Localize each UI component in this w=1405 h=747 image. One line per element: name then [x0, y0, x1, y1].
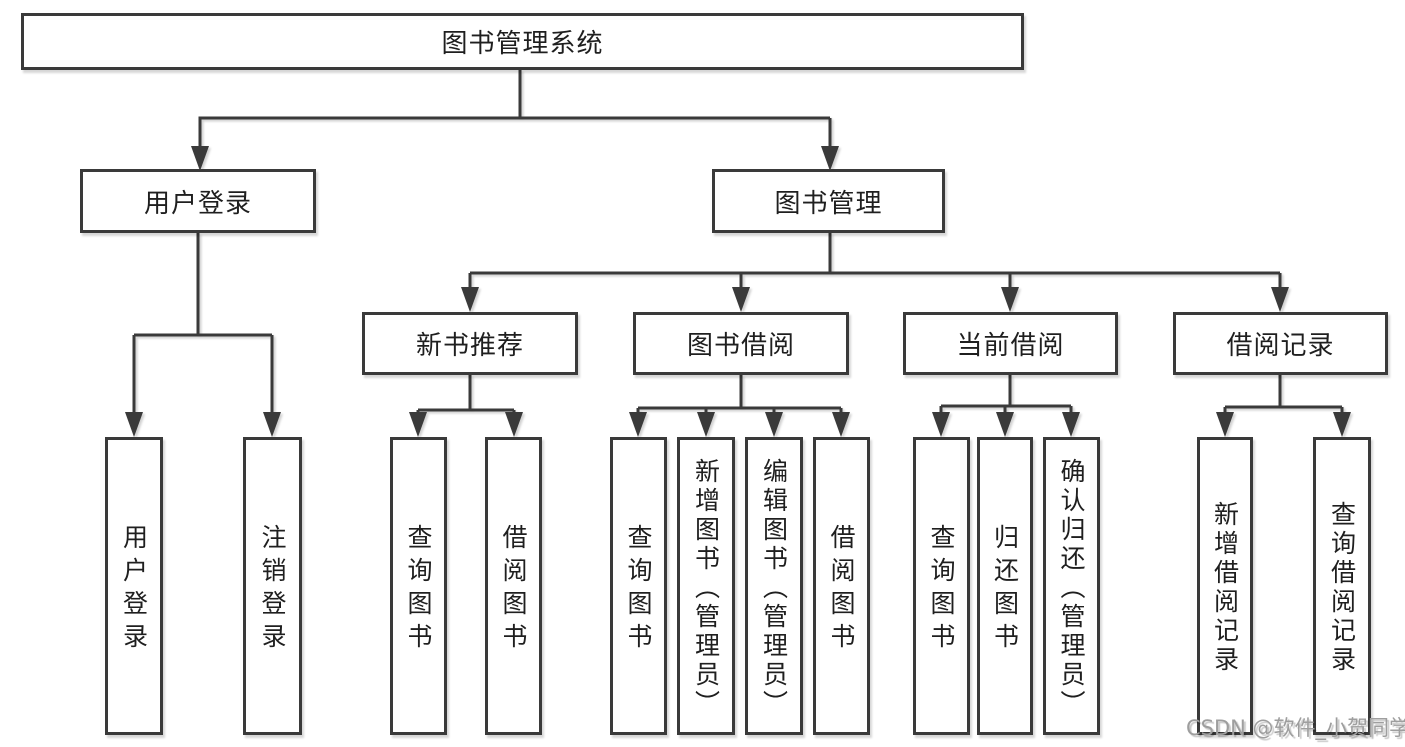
node-label: 查询借阅记录 [1327, 501, 1357, 675]
leaf-cb-query-books: 查询图书 [913, 437, 970, 735]
leaf-br-query-record: 查询借阅记录 [1313, 437, 1371, 735]
node-label: 借阅记录 [1226, 331, 1335, 361]
node-label: 查询图书 [404, 524, 433, 656]
leaf-nb-borrow-books: 借阅图书 [485, 437, 542, 735]
node-label: 新书推荐 [415, 331, 524, 361]
node-label: 图书管理 [774, 188, 883, 219]
leaf-bb-add-books-admin: 新增图书（管理员） [677, 437, 735, 735]
node-new-book-recommend: 新书推荐 [362, 312, 578, 375]
node-book-borrowing: 图书借阅 [633, 312, 849, 375]
leaf-bb-borrow-books: 借阅图书 [813, 437, 870, 735]
node-label: 查询图书 [624, 524, 653, 656]
leaf-cb-return-books: 归还图书 [977, 437, 1033, 735]
leaf-bb-query-books: 查询图书 [610, 437, 667, 735]
node-label: 归还图书 [990, 524, 1020, 656]
node-label: 借阅图书 [499, 524, 528, 656]
node-label: 用户登录 [119, 524, 149, 656]
watermark: CSDN @软件_小贺同学 [1186, 716, 1405, 740]
leaf-user-login: 用户登录 [105, 437, 163, 735]
node-label: 编辑图书（管理员） [759, 457, 789, 719]
node-label: 图书借阅 [686, 331, 795, 361]
node-label: 新增借阅记录 [1210, 501, 1240, 675]
leaf-bb-edit-books-admin: 编辑图书（管理员） [745, 437, 803, 735]
leaf-nb-query-books: 查询图书 [390, 437, 447, 735]
node-user-login: 用户登录 [80, 169, 316, 233]
node-book-management: 图书管理 [712, 169, 945, 233]
leaf-cb-confirm-return-admin: 确认归还（管理员） [1043, 437, 1100, 735]
node-current-borrowing: 当前借阅 [903, 312, 1118, 375]
node-label: 新增图书（管理员） [691, 457, 721, 719]
leaf-logout: 注销登录 [243, 437, 302, 735]
node-label: 图书管理系统 [441, 29, 604, 59]
node-label: 借阅图书 [827, 524, 856, 656]
node-library-system: 图书管理系统 [21, 13, 1024, 70]
node-label: 用户登录 [143, 188, 252, 219]
leaf-br-add-record: 新增借阅记录 [1197, 437, 1253, 735]
node-borrowing-records: 借阅记录 [1173, 312, 1388, 375]
node-label: 查询图书 [927, 524, 956, 656]
node-label: 注销登录 [258, 524, 287, 656]
node-label: 确认归还（管理员） [1057, 457, 1086, 719]
node-label: 当前借阅 [956, 331, 1065, 361]
